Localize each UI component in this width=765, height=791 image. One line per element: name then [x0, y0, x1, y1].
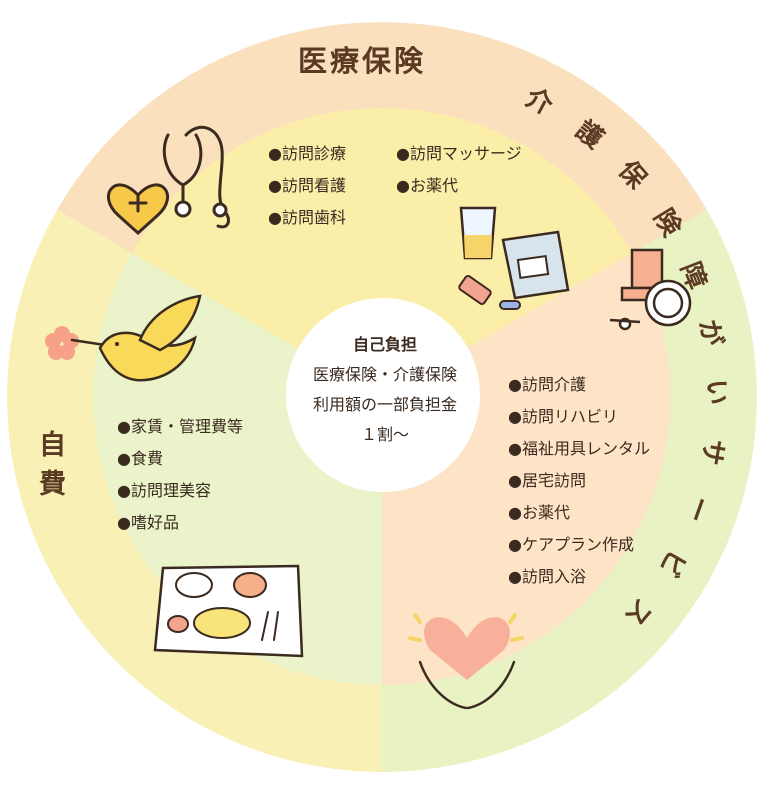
list-item: ●訪問看護: [268, 176, 346, 195]
wheelchair-icon: [609, 248, 692, 331]
medicine-bag-icon: [501, 230, 570, 300]
center-line: 利用額の一部負担金: [312, 395, 457, 414]
heart-hands-icon: [408, 613, 524, 710]
center-circle: [286, 298, 480, 492]
list-item: ●訪問リハビリ: [508, 407, 618, 426]
medical-title: 医療保険: [298, 44, 427, 78]
center-head: 自己負担: [352, 335, 417, 354]
heart-plus-icon: [106, 183, 170, 236]
self-pay-list: ●家賃・管理費等 ●食費 ●訪問理美容 ●嗜好品: [117, 411, 243, 539]
list-item: ●家賃・管理費等: [117, 417, 243, 436]
stethoscope-icon: [162, 125, 230, 229]
list-item: ●お薬代: [396, 176, 458, 195]
medical-list-left: ●訪問診療 ●訪問看護 ●訪問歯科: [268, 138, 346, 234]
list-item: ●訪問マッサージ: [396, 144, 522, 163]
list-item: ●嗜好品: [117, 513, 179, 532]
glass-icon: [459, 206, 497, 260]
list-item: ●ケアプラン作成: [508, 535, 634, 554]
flower-icon: [45, 326, 79, 360]
list-item: ●訪問診療: [268, 144, 346, 163]
center-line: １割〜: [360, 425, 409, 444]
dove-icon: [70, 294, 202, 382]
center-line: 医療保険・介護保険: [312, 365, 457, 384]
list-item: ●訪問理美容: [117, 481, 211, 500]
care-list: ●訪問介護 ●訪問リハビリ ●福祉用具レンタル ●居宅訪問 ●お薬代 ●ケアプラ…: [508, 369, 650, 593]
list-item: ●訪問入浴: [508, 567, 586, 586]
list-item: ●訪問歯科: [268, 208, 346, 227]
list-item: ●福祉用具レンタル: [508, 439, 650, 458]
medical-list-right: ●訪問マッサージ ●お薬代: [396, 138, 522, 202]
medical-inner-sector: [132, 107, 632, 397]
list-item: ●食費: [117, 449, 163, 468]
pill-icon: [458, 275, 521, 310]
self-pay-title: 自費: [34, 430, 65, 508]
center-summary: 自己負担 医療保険・介護保険 利用額の一部負担金 １割〜: [285, 330, 485, 450]
list-item: ●お薬代: [508, 503, 570, 522]
list-item: ●居宅訪問: [508, 471, 586, 490]
meal-tray-icon: [153, 564, 304, 658]
list-item: ●訪問介護: [508, 375, 586, 394]
